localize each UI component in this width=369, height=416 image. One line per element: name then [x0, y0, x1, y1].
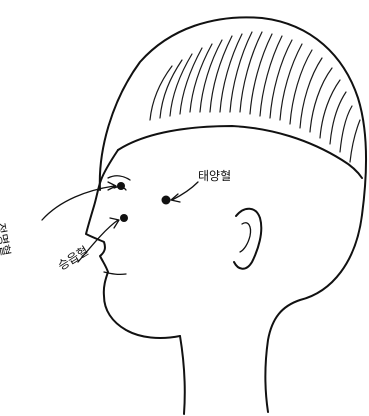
neck-front	[180, 336, 185, 414]
taeyang-label: 태양혈	[198, 170, 231, 182]
taeyang-arrow	[172, 182, 198, 200]
taeyang-point	[162, 196, 171, 205]
hair-strands	[150, 32, 360, 162]
ear	[234, 209, 261, 269]
seungeup-point	[120, 214, 128, 222]
hairline	[118, 126, 362, 178]
ear-inner	[240, 223, 251, 252]
eye-brow	[108, 176, 130, 180]
jeongmyeong-point	[117, 182, 125, 190]
jeongmyeong-arrow	[42, 186, 114, 220]
